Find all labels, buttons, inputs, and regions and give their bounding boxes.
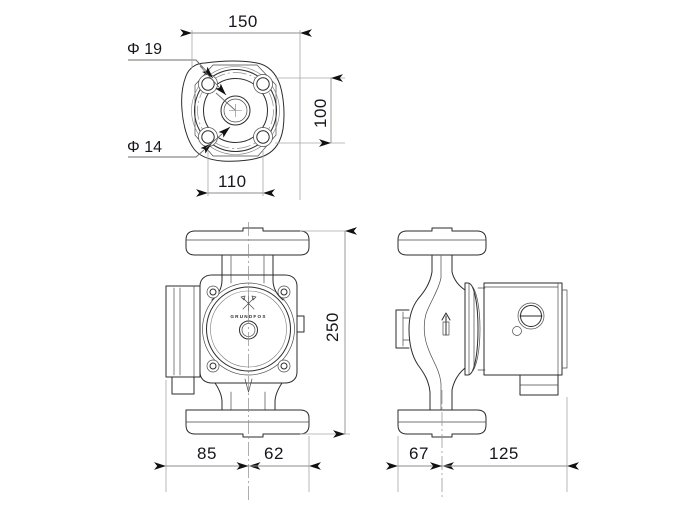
housing-screw-top-right xyxy=(277,285,291,299)
flange-shaft-inner-circle xyxy=(223,98,248,123)
dim-67-label: 67 xyxy=(409,444,429,463)
side-motor-flange xyxy=(464,282,479,376)
bolt-hole-top-right xyxy=(256,77,270,91)
brand-wordmark: GRUNDFOS xyxy=(230,314,266,319)
front-terminal-box-ribs xyxy=(173,285,195,378)
dim-250: 250 xyxy=(300,227,357,438)
flange-outer-contour xyxy=(181,60,285,162)
bolt-boss-top-right xyxy=(253,74,273,94)
side-view-pump xyxy=(395,227,568,500)
dim-150: 150 xyxy=(180,12,312,200)
flange-center-cross xyxy=(229,104,242,117)
phi14-leader-second-arrow xyxy=(205,126,231,149)
dim-67-125: 67 125 xyxy=(386,397,579,492)
housing-screw-bottom-left-head xyxy=(209,362,217,370)
phi19-label: Φ 19 xyxy=(127,41,162,58)
housing-screw-top-right-head xyxy=(280,288,288,296)
side-left-stub xyxy=(395,309,410,349)
side-bottom-flange xyxy=(397,409,487,438)
flange-seat-circle xyxy=(203,78,268,143)
front-terminal-box xyxy=(165,285,201,378)
front-bottom-neck-inner xyxy=(230,391,266,411)
front-cable-gland xyxy=(171,376,195,395)
front-right-boss xyxy=(296,315,305,333)
front-vent-detail xyxy=(244,378,253,393)
side-motor-flange-arc xyxy=(471,285,481,373)
dim-62-label: 62 xyxy=(264,444,284,463)
logo-arrow-tips xyxy=(240,295,257,301)
flange-bore-circle xyxy=(194,69,277,152)
phi19-leader-branch xyxy=(195,59,204,69)
dim-110: 110 xyxy=(196,150,275,197)
dim-110-label: 110 xyxy=(218,172,247,191)
housing-screw-bottom-left xyxy=(206,359,220,373)
bolt-circle-line xyxy=(197,72,274,149)
phi19-leader-second-arrow xyxy=(199,65,227,96)
dim-125-label: 125 xyxy=(489,444,519,463)
flange-shaft-circle xyxy=(220,95,251,126)
flow-arrow-glyph xyxy=(441,312,451,336)
top-view-flange xyxy=(181,60,285,162)
bolt-boss-bottom-right xyxy=(253,127,273,147)
housing-screw-top-left xyxy=(206,285,220,299)
front-bottom-flange xyxy=(185,409,310,438)
side-body-right-contour xyxy=(451,254,466,411)
side-motor-flange-lines xyxy=(468,283,475,375)
front-motor-housing xyxy=(199,274,298,384)
side-top-flange xyxy=(397,227,487,256)
front-bottom-neck xyxy=(214,382,283,411)
housing-screw-group xyxy=(206,285,291,373)
bolt-hole-bottom-right xyxy=(256,130,270,144)
phi14-label: Φ 14 xyxy=(127,139,162,156)
housing-screw-top-left-head xyxy=(209,288,217,296)
bolt-hole-group xyxy=(198,74,273,147)
front-top-neck-inner xyxy=(230,255,265,284)
dim-250-label: 250 xyxy=(323,312,342,342)
side-body-left-contour xyxy=(408,254,433,411)
housing-screw-bottom-right xyxy=(277,359,291,373)
side-terminal-box-edges xyxy=(483,282,568,376)
grundfos-arrow-logo xyxy=(240,295,257,312)
terminal-box-cap-outer xyxy=(517,302,545,330)
dim-85-62: 85 62 xyxy=(154,380,321,492)
flow-direction-arrow-up xyxy=(441,312,451,336)
flow-arrow-shaft xyxy=(442,321,450,336)
front-top-flange xyxy=(185,227,310,256)
dim-150-label: 150 xyxy=(228,12,258,31)
terminal-box-small-hole xyxy=(512,326,522,336)
dim-85-label: 85 xyxy=(197,444,217,463)
side-terminal-box xyxy=(483,282,563,376)
front-view-pump: GRUNDFOS xyxy=(165,222,310,500)
dim-100: 100 xyxy=(275,74,345,147)
housing-screw-bottom-right-head xyxy=(280,362,288,370)
front-top-neck xyxy=(211,254,284,301)
phi19-leader-line xyxy=(128,59,214,79)
dim-100-label: 100 xyxy=(311,98,330,128)
flange-center-tick xyxy=(215,92,236,111)
side-body-rib xyxy=(423,255,442,411)
side-left-stub-ribs xyxy=(402,311,410,347)
flange-bore-outer-circle xyxy=(191,66,280,155)
diameter-callouts: Φ 19 Φ 14 xyxy=(127,41,231,158)
